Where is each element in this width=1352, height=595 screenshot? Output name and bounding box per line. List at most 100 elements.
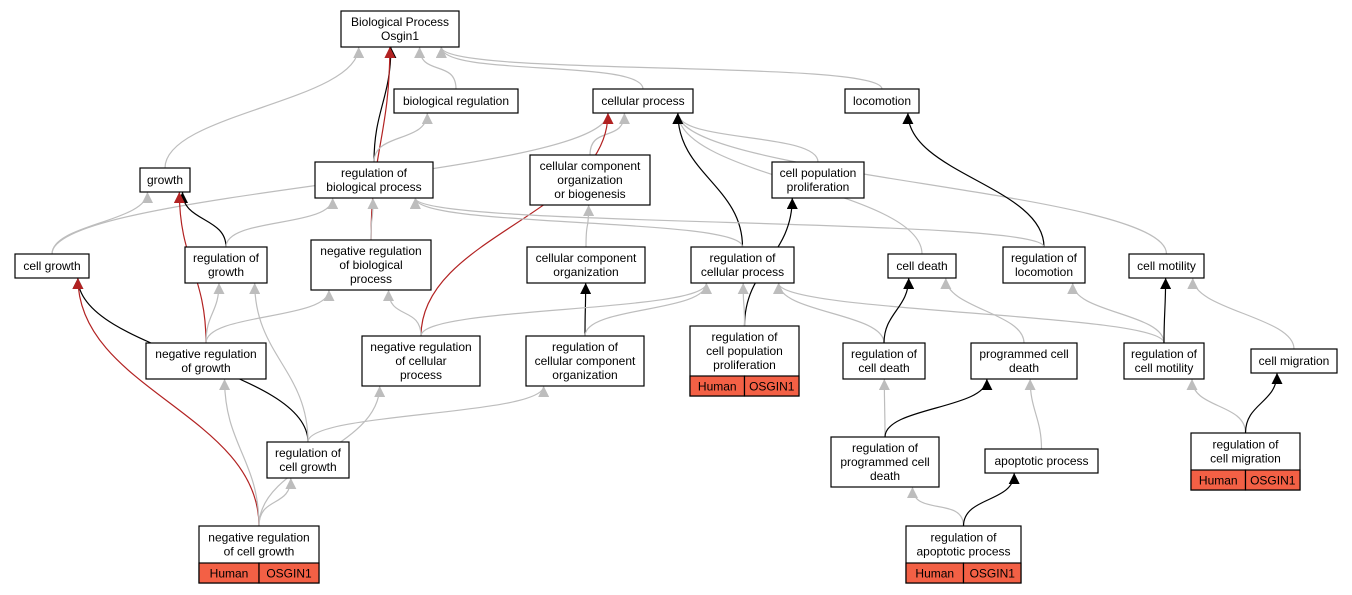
node-box [184, 246, 268, 284]
edge-growth-to-bp-root [164, 46, 365, 169]
node-label-line: regulation of [1131, 347, 1198, 361]
edge-biological-regulation-to-bp-root [414, 46, 457, 90]
node-label-line: cell motility [1135, 361, 1194, 375]
node-label-line: cell migration [1210, 452, 1281, 466]
node-label-line: apoptotic process [994, 454, 1088, 468]
gene-label: OSGIN1 [266, 567, 312, 581]
species-label: Human [1199, 474, 1238, 488]
node-label-line: cellular process [701, 265, 784, 279]
edge-regulation-of-cell-motility-to-regulation-of-cellular-process [773, 282, 1165, 344]
node-box [1123, 342, 1205, 380]
edge-negative-regulation-of-biological-process-to-regulation-of-biological-process [367, 197, 379, 241]
node-label-line: of cell growth [224, 545, 295, 559]
node-label-line: locomotion [1015, 265, 1073, 279]
node-box [1250, 348, 1338, 374]
node-label-line: regulation of [552, 340, 619, 354]
edge-regulation-of-programmed-cell-death-to-regulation-of-cell-death [878, 378, 890, 438]
node-label-line: cell growth [279, 460, 336, 474]
edge-regulation-of-cell-motility-to-cell-motility [1160, 277, 1172, 344]
node-label-line: proliferation [713, 358, 776, 372]
node-cell-motility[interactable]: cell motility [1128, 253, 1205, 279]
node-label-line: negative regulation [370, 340, 471, 354]
edge-regulation-of-locomotion-to-regulation-of-biological-process [410, 197, 1045, 248]
node-label-line: regulation of [193, 251, 260, 265]
species-label: Human [698, 380, 737, 394]
node-box [887, 253, 957, 279]
gene-cell [743, 375, 800, 397]
node-growth[interactable]: growth [139, 167, 191, 193]
edge-regulation-of-growth-to-growth [177, 191, 227, 248]
node-box [970, 342, 1078, 380]
node-cell-migration[interactable]: cell migration [1250, 348, 1338, 374]
edge-regulation-of-apoptotic-process-to-regulation-of-programmed-cell-death [906, 486, 965, 527]
edges-layer [51, 46, 1295, 527]
node-cell-death[interactable]: cell death [887, 253, 957, 279]
node-label-line: Biological Process [351, 15, 449, 29]
node-label-line: growth [147, 173, 183, 187]
edge-regulation-of-growth-to-regulation-of-biological-process [225, 197, 339, 248]
node-label-line: regulation of [341, 166, 408, 180]
edge-negative-regulation-of-cell-growth-to-cell-growth [72, 277, 260, 527]
node-box [393, 88, 519, 114]
gene-cell [962, 562, 1022, 584]
node-label-line: death [870, 469, 900, 483]
edge-regulation-of-cell-motility-to-regulation-of-locomotion [1067, 282, 1165, 344]
node-label-line: process [350, 272, 392, 286]
edge-negative-regulation-of-biological-process-to-bp-root [370, 46, 396, 241]
node-locomotion[interactable]: locomotion [844, 88, 920, 114]
node-label-line: biological process [326, 180, 421, 194]
node-box [14, 253, 90, 279]
node-label-line: growth [208, 265, 244, 279]
node-label-line: organization [553, 265, 618, 279]
species-label: Human [915, 567, 954, 581]
node-cell-growth[interactable]: cell growth [14, 253, 90, 279]
edge-regulation-of-cell-migration-to-cell-migration [1244, 372, 1283, 434]
edge-regulation-of-locomotion-to-locomotion [902, 112, 1045, 248]
node-cellular-process[interactable]: cellular process [592, 88, 694, 114]
node-box [340, 10, 460, 48]
edge-cellular-component-organization-to-cellular-component-organization-or-biogenesis [583, 204, 595, 248]
node-label-line: regulation of [1011, 251, 1078, 265]
edge-regulation-of-cell-growth-to-regulation-of-growth [249, 282, 309, 443]
node-box [984, 448, 1099, 474]
edge-negative-regulation-of-cell-growth-to-negative-regulation-of-growth [219, 378, 260, 527]
edge-cellular-component-organization-or-biogenesis-to-cellular-process [589, 112, 630, 156]
gene-cell [258, 562, 320, 584]
node-biological-regulation[interactable]: biological regulation [393, 88, 519, 114]
node-box [830, 436, 940, 488]
node-apoptotic-process[interactable]: apoptotic process [984, 448, 1099, 474]
gene-label: OSGIN1 [1250, 474, 1296, 488]
node-label-line: cell motility [1137, 259, 1196, 273]
edge-regulation-of-cell-growth-to-regulation-of-cellular-component-organization [307, 385, 550, 443]
node-label-line: programmed cell [840, 455, 929, 469]
node-label-line: of biological [339, 258, 402, 272]
node-box [529, 154, 651, 206]
node-label-line: apoptotic process [916, 545, 1010, 559]
edge-cell-migration-to-cell-motility [1187, 277, 1295, 350]
node-label-line: organization [552, 368, 617, 382]
node-label-line: cell death [858, 361, 909, 375]
